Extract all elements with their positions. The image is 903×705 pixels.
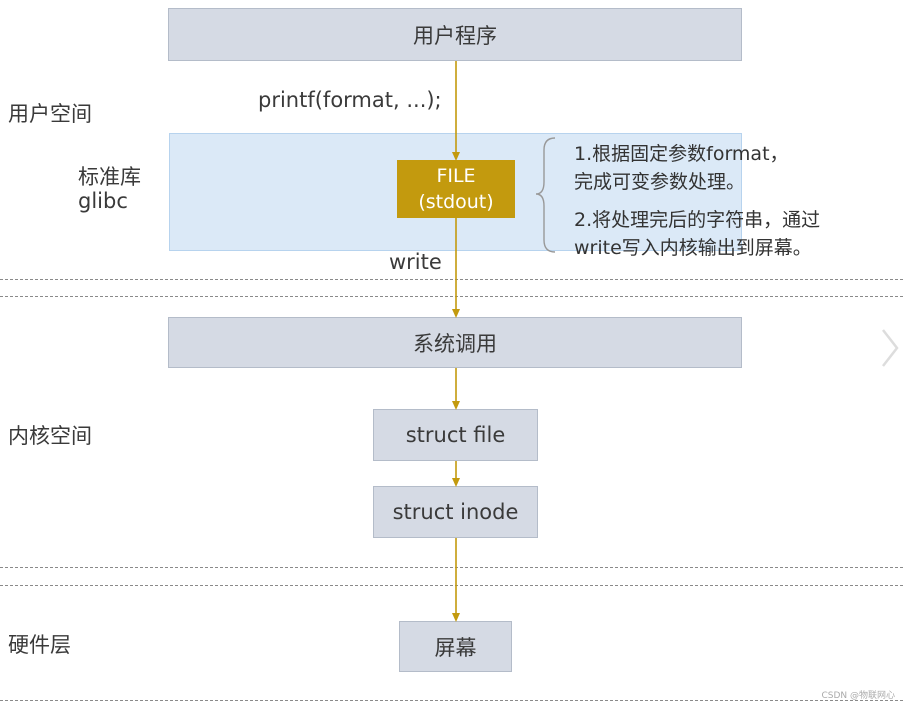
user-program-label: 用户程序 [413,23,497,48]
struct-inode-box: struct inode [373,486,538,538]
user-program-box: 用户程序 [168,8,742,61]
glibc-label: glibc [78,189,128,213]
watermark: CSDN @物联网心 [821,691,895,701]
chevron-right-icon [882,329,899,367]
note-1-line-2: 完成可变参数处理。 [574,171,746,193]
note-2-line-1: 2.将处理完后的字符串，通过 [574,209,821,231]
separator-kernel-hardware-2 [0,585,903,586]
separator-bottom [0,700,903,701]
note-2-line-2: write写入内核输出到屏幕。 [574,237,812,259]
curly-brace [535,137,556,253]
separator-kernel-hardware-1 [0,567,903,568]
printf-call-label: printf(format, ...); [258,88,442,112]
user-space-label: 用户空间 [8,102,92,126]
screen-label: 屏幕 [434,635,477,660]
separator-user-kernel-1 [0,279,903,280]
struct-inode-label: struct inode [392,500,519,524]
hardware-layer-label: 硬件层 [8,633,71,657]
stdout-label: (stdout) [418,191,494,213]
write-call-label: write [389,250,442,274]
stdlib-label: 标准库 [78,165,141,189]
syscall-label: 系统调用 [413,331,497,356]
file-stdout-box: FILE (stdout) [397,160,515,218]
file-label: FILE [436,165,476,187]
struct-file-label: struct file [405,423,506,447]
kernel-space-label: 内核空间 [8,424,92,448]
note-1-line-1: 1.根据固定参数format， [574,143,789,165]
separator-user-kernel-2 [0,296,903,297]
